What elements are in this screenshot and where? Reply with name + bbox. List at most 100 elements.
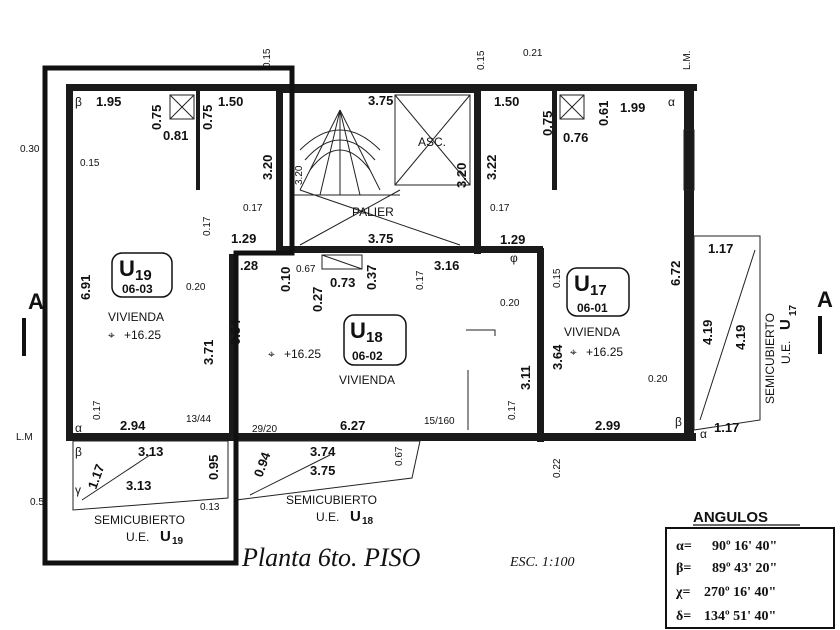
angulos-heading: ANGULOS [693, 509, 768, 526]
semicubierto-ue: U.E. [316, 510, 339, 524]
dims-u18: 3.20 3.20 3.22 0.17 0.10 0.67 0.73 0.37 … [228, 155, 533, 433]
stair-width: 3.75 [368, 93, 393, 108]
semicubierto-num: 19 [172, 536, 184, 547]
angle-row-sym: β= [676, 561, 691, 576]
angle-beta: β [675, 415, 682, 429]
dim: 3.75 [310, 463, 335, 478]
dims-u17: 1.50 0.75 0.61 1.99 α 0.76 0.15 0.21 1.2… [476, 48, 748, 478]
dim: 2.94 [120, 418, 146, 433]
dim: 3.16 [434, 258, 459, 273]
unit-letter: U [350, 318, 366, 343]
dim: 0.15 [80, 158, 100, 169]
dim: 0.30 [20, 144, 40, 155]
dim: 3.13 [138, 444, 163, 459]
unit-number: 17 [590, 282, 607, 299]
dim: 0.54 [228, 319, 243, 345]
dim: 1.17 [85, 462, 108, 491]
dim: 0.75 [149, 105, 164, 130]
dim: 0.15 [476, 50, 487, 70]
dim: 0.13 [200, 502, 220, 513]
semicubierto-ue: U.E. [126, 530, 149, 544]
dim: 0.20 [648, 374, 668, 385]
angle-alpha: α [75, 421, 82, 435]
unit-letter: U [574, 271, 590, 296]
dim: 1.50 [218, 94, 243, 109]
semicubierto-u19: β 1.17 3.13 3.13 0.95 0.13 0.5 γ SEMICUB… [30, 444, 221, 547]
dim: 0.20 [500, 298, 520, 309]
dim: 3.74 [310, 444, 336, 459]
dim: 3.20 [454, 163, 469, 188]
semicubierto-label: SEMICUBIERTO [94, 513, 185, 527]
dim: 1.17 [708, 241, 733, 256]
semicubierto-unit: U [160, 528, 171, 545]
unit-label: VIVIENDA [108, 310, 164, 324]
dims-u19: β 1.95 0.75 0.75 1.50 0.81 3.20 0.15 0.3… [20, 48, 277, 435]
angle-beta: β [75, 95, 82, 109]
angle-beta: β [75, 445, 82, 459]
dim: 0.17 [507, 400, 518, 420]
dim: 2.99 [595, 418, 620, 433]
dim: 3.71 [201, 340, 216, 365]
lm-top: L.M. [682, 51, 693, 70]
dim: 0.5 [30, 497, 44, 508]
unit-tag-u19: U 19 06-03 VIVIENDA ⌖ +16.25 [108, 252, 173, 342]
detail-lines [72, 94, 761, 511]
dim: 0.17 [490, 203, 510, 214]
semicubierto-num: 17 [788, 304, 799, 316]
lm-left: L.M [16, 432, 33, 443]
unit-label: VIVIENDA [564, 325, 620, 339]
semicubierto-u18: 0.94 3.74 3.75 0.67 SEMICUBIERTO U.E. U … [251, 444, 405, 527]
unit-tag-u17: U 17 06-01 VIVIENDA ⌖ +16.25 [564, 267, 630, 359]
dim: 0.15 [552, 268, 563, 288]
section-mark-right: A [817, 287, 833, 312]
semicubierto-num: 18 [362, 516, 374, 527]
unit-letter: U [119, 256, 135, 281]
dim: 3.20 [260, 155, 275, 180]
title-text: Planta 6to. PISO [241, 543, 421, 572]
dim: 0.17 [92, 400, 103, 420]
unit-tag-u18: U 18 06-02 VIVIENDA ⌖ +16.25 [268, 314, 407, 387]
unit-number: 19 [135, 267, 152, 284]
dim: 3.20 [294, 165, 305, 185]
unit-level: +16.25 [124, 328, 161, 342]
angle-phi: φ [510, 251, 518, 265]
dim: 0.17 [202, 216, 213, 236]
dim: 0.27 [310, 287, 325, 312]
palier-label: PALIER [352, 205, 394, 219]
dim: 3.11 [518, 365, 533, 390]
dim: 0.22 [552, 458, 563, 478]
angle-row-val: 90º 16' 40" [712, 539, 777, 554]
semicubierto-unit: U [777, 319, 794, 330]
dim: 0.61 [596, 101, 611, 126]
dim: 3.13 [126, 478, 151, 493]
dim: 29/20 [252, 424, 277, 435]
dim: 0.15 [262, 48, 273, 68]
dim: 4.19 [700, 320, 715, 345]
dim: 0.17 [415, 270, 426, 290]
dim: 6.91 [78, 275, 93, 300]
core-labels: 3.75 ASC. PALIER 3.75 [352, 93, 446, 246]
angle-row-sym: χ= [675, 585, 690, 600]
dim: 1.99 [620, 100, 645, 115]
angle-gamma: γ [75, 483, 81, 497]
dim: 0.67 [296, 264, 316, 275]
angle-row-sym: α= [676, 539, 692, 554]
dim: 1.29 [231, 231, 256, 246]
semicubierto-label: SEMICUBIERTO [286, 493, 377, 507]
semicubierto-ue: U.E. [779, 341, 793, 364]
unit-level: +16.25 [284, 347, 321, 361]
dim: 0.95 [206, 455, 221, 480]
dim: 0.67 [394, 446, 405, 466]
dim: 0.10 [278, 267, 293, 292]
angle-row-val: 89º 43' 20" [712, 561, 777, 576]
dim: 1.17 [714, 420, 739, 435]
unit-code: 06-02 [352, 349, 383, 363]
angle-alpha: α [668, 95, 675, 109]
dim: 0.21 [523, 48, 543, 59]
angle-alpha: α [700, 427, 707, 441]
unit-level: +16.25 [586, 345, 623, 359]
walls [66, 84, 697, 442]
dim: 0.37 [364, 265, 379, 290]
unit-code: 06-01 [577, 301, 608, 315]
